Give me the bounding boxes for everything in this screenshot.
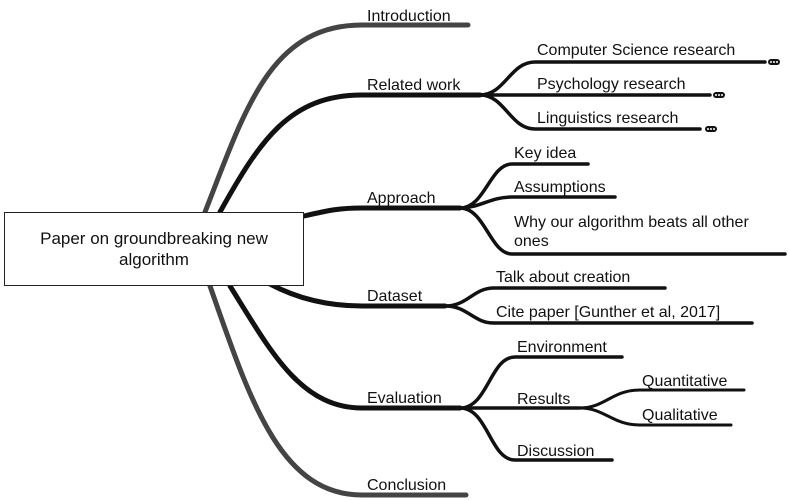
link-why [458, 206, 787, 256]
link-evaluation [227, 283, 463, 411]
root-topic[interactable]: Paper on groundbreaking new algorithm [4, 212, 304, 286]
more-dots-icon[interactable] [713, 92, 725, 98]
link-ling-research [478, 93, 702, 131]
topic-creation[interactable]: Talk about creation [496, 269, 631, 286]
link-cite [443, 304, 754, 325]
topic-dataset[interactable]: Dataset [367, 288, 423, 305]
link-introduction [202, 22, 471, 215]
link-approach [301, 205, 463, 219]
topic-conclusion[interactable]: Conclusion [367, 477, 447, 494]
topic-evaluation[interactable]: Evaluation [367, 390, 442, 407]
link-conclusion [207, 283, 469, 498]
topic-approach[interactable]: Approach [367, 190, 436, 207]
topic-environment[interactable]: Environment [517, 339, 607, 356]
topic-cite-paper[interactable]: Cite paper [Gunther et al, 2017] [496, 304, 721, 321]
link-discussion [458, 406, 614, 462]
more-dots-icon[interactable] [768, 59, 780, 65]
link-dataset [267, 281, 448, 309]
topic-related-work[interactable]: Related work [367, 77, 461, 94]
topic-cs-research[interactable]: Computer Science research [537, 42, 736, 59]
topic-assumptions[interactable]: Assumptions [514, 179, 606, 196]
more-dots-icon[interactable] [705, 126, 717, 132]
link-environment [458, 355, 624, 410]
root-topic-label: Paper on groundbreaking new algorithm [40, 229, 268, 269]
topic-quantitative[interactable]: Quantitative [642, 373, 728, 390]
link-qualitative [578, 406, 733, 427]
link-assumptions [458, 195, 617, 210]
topic-key-idea[interactable]: Key idea [514, 145, 577, 162]
link-related-work [217, 92, 483, 215]
topic-qualitative[interactable]: Qualitative [642, 407, 718, 424]
topic-why-algorithm[interactable]: Why our algorithm beats all other ones [514, 214, 749, 250]
topic-discussion[interactable]: Discussion [517, 443, 595, 460]
topic-results[interactable]: Results [517, 391, 571, 408]
topic-ling-research[interactable]: Linguistics research [537, 110, 679, 127]
topic-psych-research[interactable]: Psychology research [537, 76, 686, 93]
topic-introduction[interactable]: Introduction [367, 8, 451, 25]
